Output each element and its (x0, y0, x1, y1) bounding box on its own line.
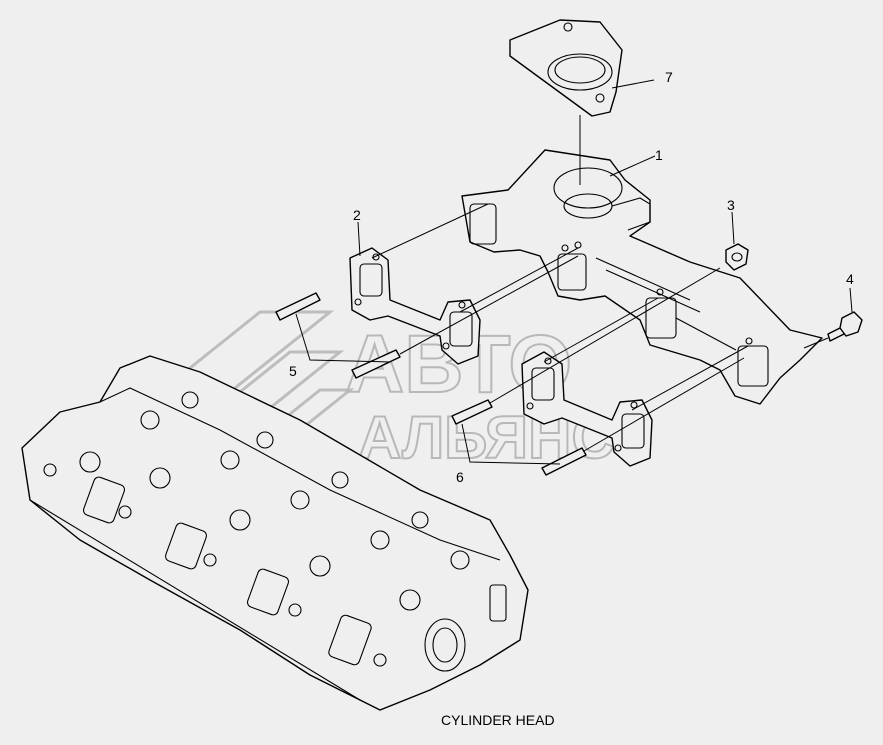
assembly-lines (371, 115, 829, 452)
cylinder-head (21, 355, 529, 711)
callouts: 1 2 3 4 5 6 7 (289, 69, 854, 485)
part-7-flange-plate (509, 19, 623, 117)
part-2-gasket (349, 247, 481, 365)
part-6-gasket-lower (521, 351, 653, 467)
callout-2: 2 (353, 207, 361, 223)
callout-1: 1 (655, 147, 663, 163)
callout-6: 6 (456, 469, 464, 485)
studs-group (275, 292, 587, 476)
part-3-nut (725, 243, 749, 271)
stud-lower-left (451, 399, 493, 425)
callout-4: 4 (846, 271, 854, 287)
callout-5: 5 (289, 363, 297, 379)
stud-lower-right (541, 447, 587, 476)
stud-upper-left (275, 292, 321, 321)
part-1-manifold (461, 149, 823, 405)
diagram-caption: CYLINDER HEAD (441, 712, 555, 728)
callout-7: 7 (665, 69, 673, 85)
stud-upper-right (351, 349, 401, 379)
callout-3: 3 (727, 197, 735, 213)
part-4-bolt (827, 311, 863, 342)
callout-leaders (295, 79, 853, 465)
